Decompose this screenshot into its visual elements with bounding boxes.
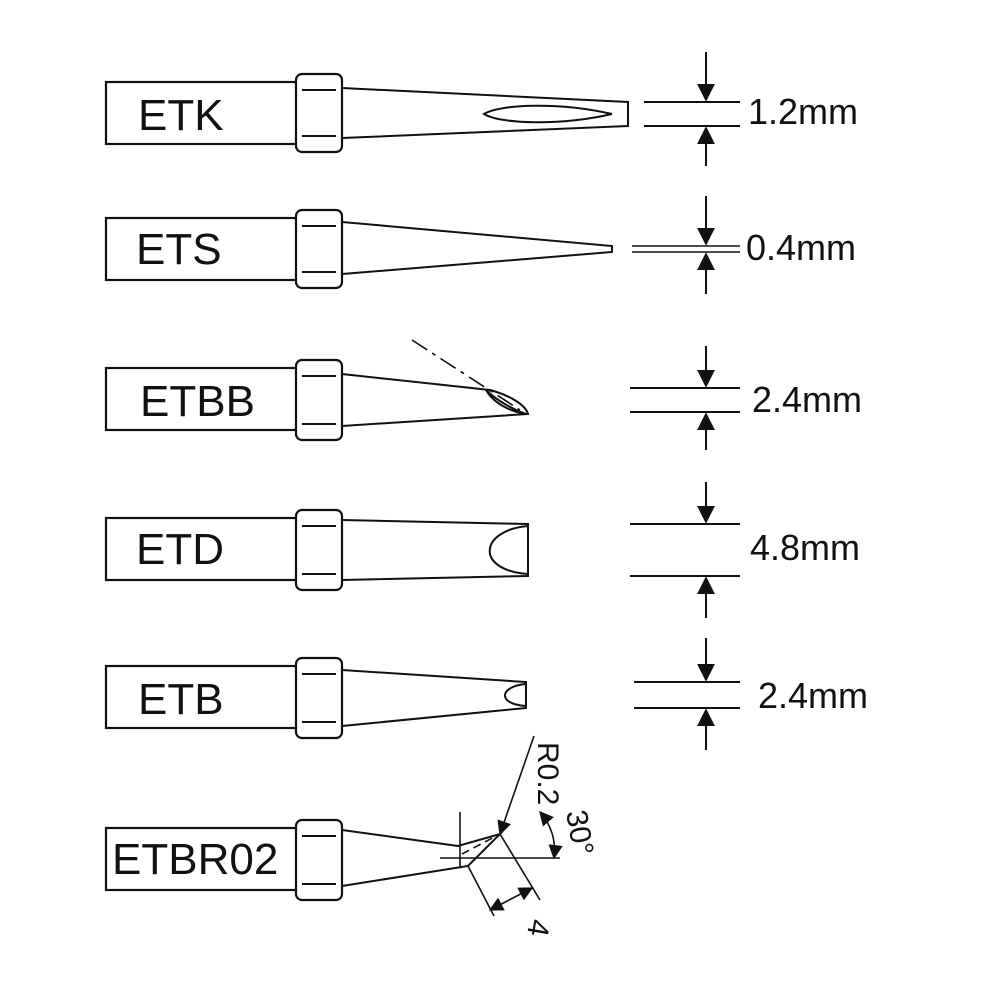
tip-ets: ETS [104,208,613,290]
dim-etd-value: 4.8mm [750,527,860,568]
dim-etbb: 2.4mm [630,346,862,450]
dim-etk-value: 1.2mm [748,91,858,132]
tip-etd-shaft [341,519,529,581]
tip-etbr02: ETBR02 [104,818,504,902]
tip-etb-shaft [341,669,527,727]
dim-etd: 4.8mm [630,482,860,618]
tip-etbr02-body [104,826,300,892]
tip-ets-collar [294,208,344,290]
tip-ets-shaft [341,221,613,275]
dim-ets-value: 0.4mm [746,227,856,268]
tip-etbb-bevel [485,389,527,415]
tip-ets-label: ETS [136,225,222,274]
tip-etd-face [488,525,529,575]
tip-etbb-collar [294,358,344,442]
tip-etd-label: ETD [136,525,224,574]
dim-etb: 2.4mm [634,638,868,750]
dim-etbb-value: 2.4mm [752,379,862,420]
tip-etb-face [504,683,527,707]
tip-etb: ETB [104,656,527,740]
tip-etk-label: ETK [138,91,224,140]
tip-etbb-centerline [411,339,521,411]
etbr02-annotations: R0.2 30° 4 [440,735,599,939]
etbr02-angle-label: 30° [559,807,599,857]
dim-etb-value: 2.4mm [758,675,868,716]
tip-etbb-label: ETBB [140,377,255,426]
tip-etbb: ETBB [104,339,530,442]
etbr02-length-label: 4 [520,917,555,939]
tip-etbr02-label: ETBR02 [112,835,278,884]
dim-etk: 1.2mm [644,52,858,166]
tip-etk-blade [482,104,613,124]
dim-ets: 0.4mm [632,196,856,294]
tip-etk: ETK [104,72,629,154]
tip-etd-collar [294,508,344,592]
tip-etbb-body [104,366,300,432]
tip-etk-shaft [341,87,629,139]
tip-ets-body [104,216,300,282]
tip-etb-label: ETB [138,675,224,724]
tip-etb-collar [294,656,344,740]
tip-etbr02-collar [294,818,344,902]
tip-etd: ETD [104,508,529,592]
etbr02-radius-label: R0.2 [531,742,564,805]
tip-etk-collar [294,72,344,154]
tip-etk-body [104,80,300,146]
